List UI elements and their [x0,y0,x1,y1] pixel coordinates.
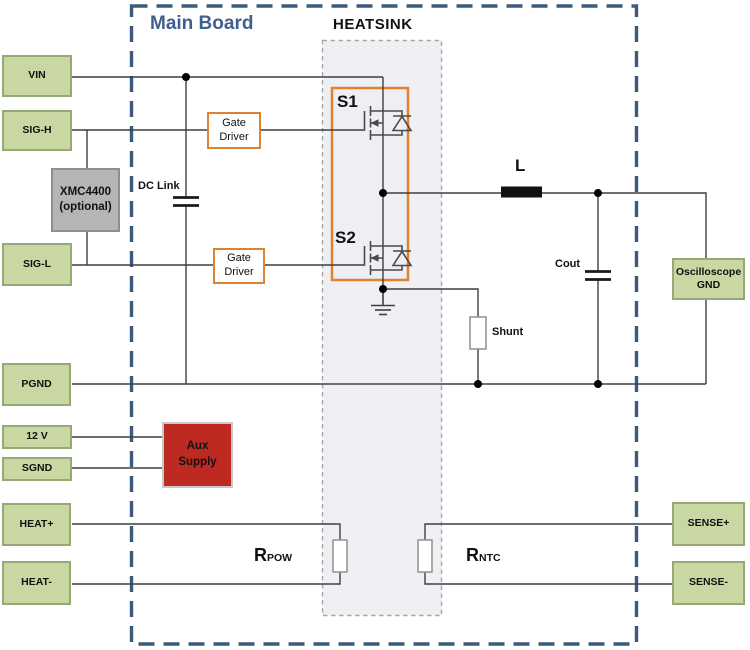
shunt-label: Shunt [492,326,524,338]
terminal-sense-plus: SENSE+ [672,502,745,546]
junction-dots [182,73,602,388]
terminal-pgnd-label: PGND [21,377,52,390]
terminal-sense-minus: SENSE- [672,561,745,605]
gate-driver-high-line2: Driver [219,130,249,143]
terminal-oscilloscope-gnd-line2: GND [696,279,721,291]
cout-label: Cout [555,258,581,270]
terminal-sgnd-label: SGND [21,462,53,475]
heatsink-title: HEATSINK [333,16,413,33]
rpow-label: RPOW [254,545,292,566]
shunt-branch-wire [383,288,479,384]
dc-link-label: DC Link [138,180,180,192]
s2-body-diode [391,250,413,267]
shunt-resistor-symbol [469,316,487,350]
rpow-resistor-symbol [332,539,348,573]
rpow-label-sub: POW [267,552,293,564]
terminal-sense-minus-label: SENSE- [688,576,729,589]
mcu-block-line1: XMC4400 [59,186,112,199]
gate-driver-low-line2: Driver [224,266,254,278]
rntc-resistor-symbol [417,539,433,573]
terminal-oscilloscope-gnd-line1: Oscilloscope [675,265,742,278]
terminal-sig-l-label: SIG-L [23,257,51,270]
terminal-sgnd: SGND [2,457,72,481]
gate-driver-low-block: Gate Driver [213,248,265,284]
terminal-sig-l: SIG-L [2,243,72,286]
s2-mosfet-symbol [363,241,413,275]
terminal-heat-plus-label: HEAT+ [19,517,54,530]
terminal-sig-h: SIG-H [2,110,72,151]
rntc-label: RNTC [466,545,501,566]
gate-driver-high-line1: Gate [222,116,246,129]
ntc-loop-wire [424,523,672,585]
aux-supply-line2: Supply [178,456,217,468]
terminal-vin: VIN [2,55,72,97]
terminal-sig-h-label: SIG-H [22,123,52,136]
terminal-12v: 12 V [2,425,72,449]
mcu-block: XMC4400 (optional) [51,168,120,232]
junction-dot [474,380,482,388]
terminal-pgnd: PGND [2,363,71,406]
s2-label: S2 [335,228,356,247]
terminal-vin-label: VIN [28,69,46,82]
terminal-heat-minus: HEAT- [2,561,71,605]
gate-driver-high-block: Gate Driver [207,112,261,149]
junction-dot [379,285,387,293]
mcu-block-line2: (optional) [59,201,112,213]
rntc-label-main: R [466,545,479,565]
junction-dot [182,73,190,81]
terminal-heat-minus-label: HEAT- [21,576,52,589]
inductor-symbol [501,186,542,198]
terminal-12v-label: 12 V [26,430,48,443]
junction-dot [594,380,602,388]
aux-supply-line1: Aux [186,440,209,453]
heat-loop-wire [72,523,341,585]
junction-dot [594,189,602,197]
rpow-label-main: R [254,545,267,565]
s1-arrow [370,119,379,127]
terminal-sense-plus-label: SENSE+ [687,517,730,530]
terminal-oscilloscope-gnd: Oscilloscope GND [672,258,745,300]
rntc-label-sub: NTC [479,552,501,564]
inductor-label: L [515,156,526,175]
s2-arrow [370,254,379,262]
cout-capacitor-symbol [585,270,611,281]
s1-label: S1 [337,92,358,111]
dc-link-capacitor-symbol [173,196,199,207]
junction-dot [379,189,387,197]
wires [72,76,707,585]
terminal-heat-plus: HEAT+ [2,503,71,546]
s1-mosfet-symbol [363,106,413,140]
main-board-title: Main Board [150,13,254,34]
main-board-border [129,4,639,646]
aux-supply-block: Aux Supply [162,422,233,488]
gate-driver-low-line1: Gate [227,252,251,265]
s1-body-diode [391,115,413,132]
